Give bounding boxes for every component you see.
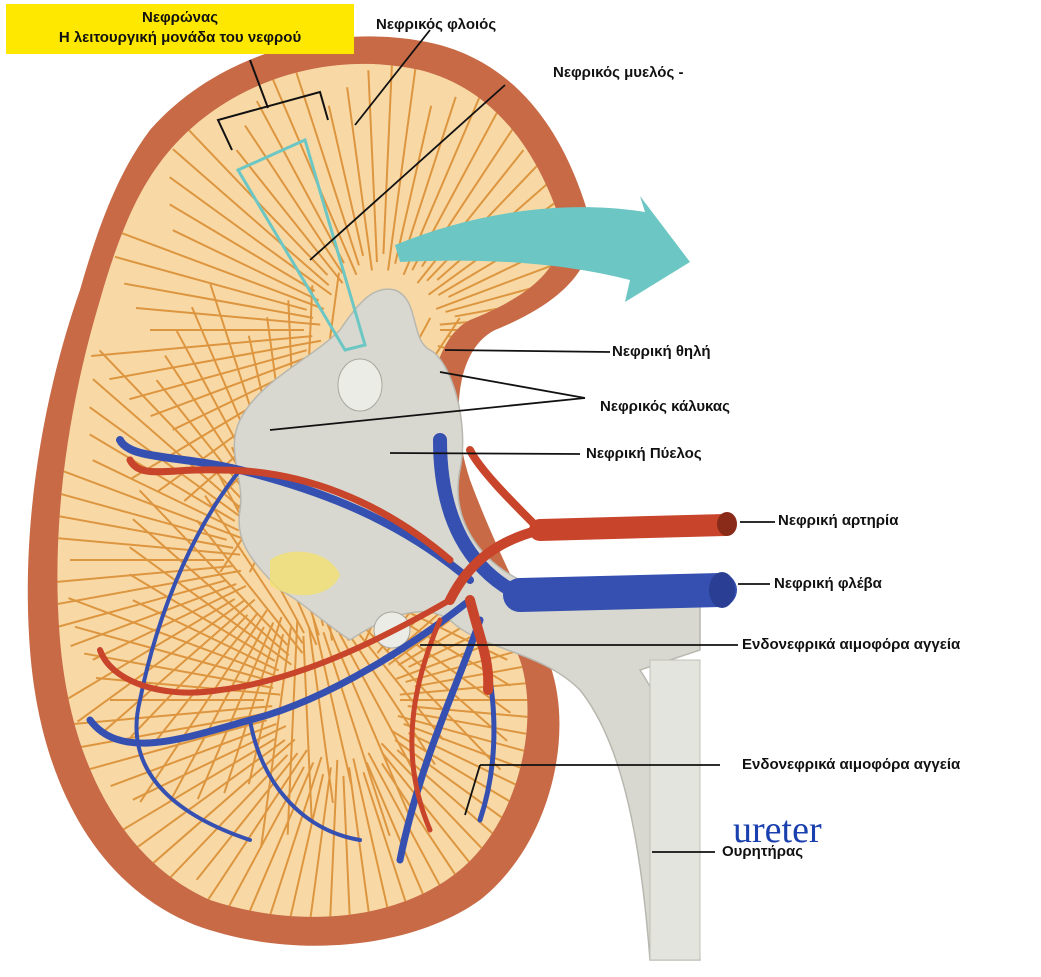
- label-cortex: Νεφρικός φλοιός: [376, 16, 496, 34]
- label-pelvis: Νεφρική Πύελος: [586, 445, 702, 463]
- nephron-title: Νεφρώνας: [6, 8, 354, 28]
- vein-opening: [709, 572, 735, 608]
- ureter-tube: [650, 660, 700, 960]
- label-ureter-english: ureter: [733, 808, 822, 852]
- label-artery: Νεφρική αρτηρία: [778, 512, 898, 530]
- label-vessels-1: Ενδονεφρικά αιμοφόρα αγγεία: [742, 636, 960, 654]
- nephron-title-box: Νεφρώνας Η λειτουργική μονάδα του νεφρού: [6, 4, 354, 54]
- calyx-cup: [338, 359, 382, 411]
- medulla-stripe: [448, 363, 587, 430]
- label-medulla: Νεφρικός μυελός -: [553, 64, 683, 82]
- nephron-subtitle: Η λειτουργική μονάδα του νεφρού: [6, 28, 354, 48]
- label-vein: Νεφρική φλέβα: [774, 575, 882, 593]
- medulla-stripe: [455, 344, 636, 377]
- label-calyx: Νεφρικός κάλυκας: [600, 398, 730, 416]
- artery-opening: [717, 512, 737, 536]
- label-papilla: Νεφρική θηλή: [612, 343, 711, 361]
- label-vessels-2: Ενδονεφρικά αιμοφόρα αγγεία: [742, 756, 960, 774]
- medulla-stripe: [444, 354, 652, 432]
